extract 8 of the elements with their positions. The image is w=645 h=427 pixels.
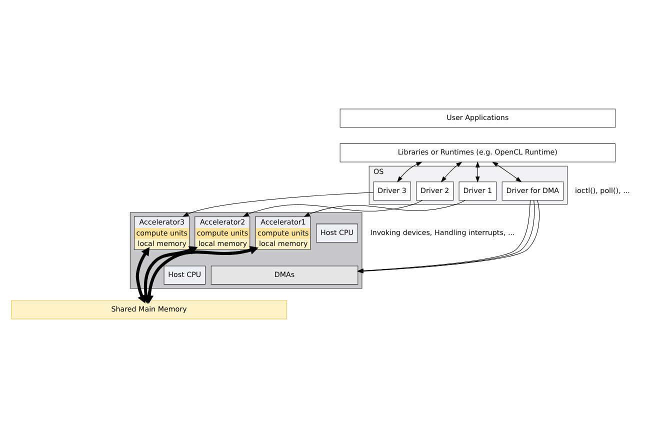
arrow bbox=[242, 200, 423, 216]
arrow bbox=[397, 161, 422, 182]
arrow bbox=[136, 246, 150, 303]
arrow bbox=[304, 200, 466, 216]
arrow bbox=[182, 192, 374, 216]
arrow bbox=[492, 161, 522, 182]
arrow bbox=[476, 160, 480, 182]
arrow bbox=[440, 161, 462, 182]
